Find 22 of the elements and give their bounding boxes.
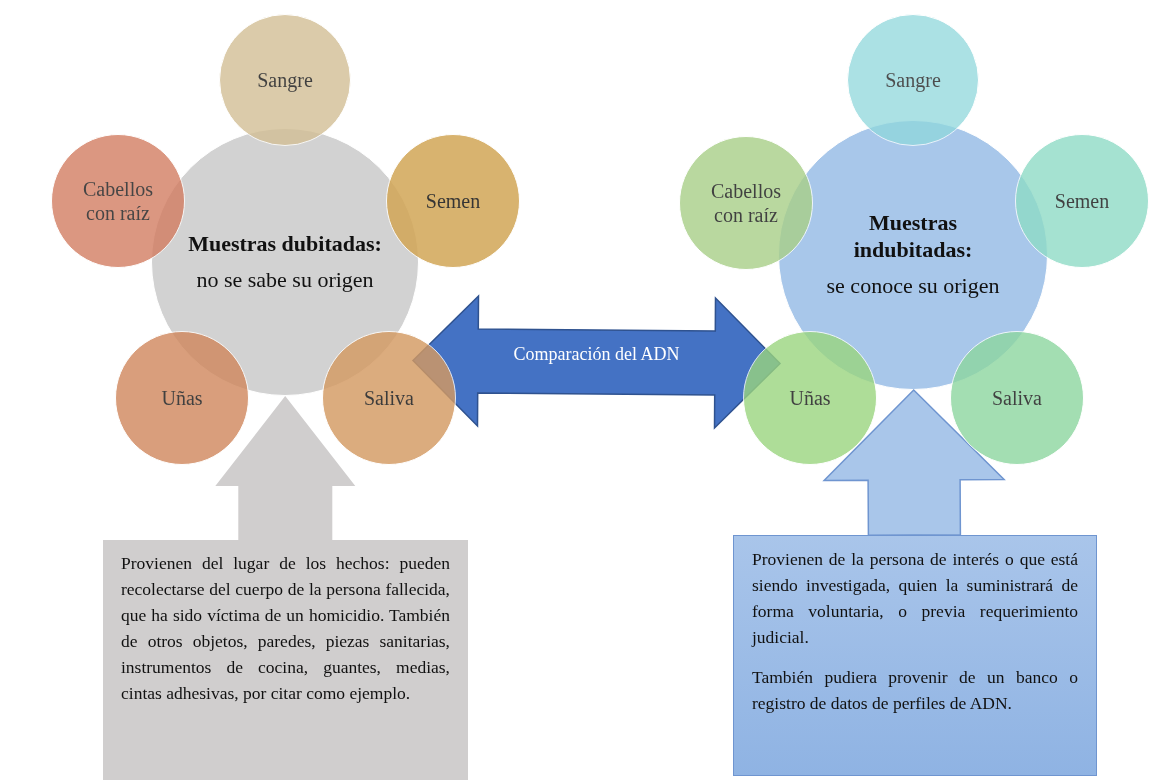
circle-label: no se sabe su origen	[196, 267, 374, 294]
circle-label: Sangre	[885, 68, 941, 92]
circle-label: Uñas	[161, 386, 203, 410]
circle-label: Cabellos con raíz	[82, 177, 154, 225]
circle-label: Uñas	[789, 386, 831, 410]
block-arrow	[215, 396, 356, 541]
edge-label: Comparación del ADN	[513, 343, 680, 365]
circle-heading: Muestras dubitadas:	[188, 230, 382, 257]
paragraph: Provienen del lugar de los hechos: pueden recolectarse del cuerpo de la persona fallecida, que ha sido víctima de un homicidio. También de otros objetos, paredes, piezas sanitarias, instrumentos de cocina, guantes, medias, cintas adhesivas, por citar como ejemplo.	[121, 552, 450, 705]
circle-label: Saliva	[364, 386, 414, 410]
paragraph: También pudiera provenir de un banco o registro de datos de perfiles de ADN.	[752, 666, 1078, 715]
circle-label: Semen	[1054, 189, 1110, 213]
circle-heading: Muestras indubitadas:	[852, 210, 974, 264]
block-arrow	[822, 388, 1006, 536]
text-box	[103, 540, 468, 780]
circle-label: Saliva	[992, 386, 1042, 410]
circle-label: Semen	[425, 189, 481, 213]
circle-label: Sangre	[257, 68, 313, 92]
circle-label: Cabellos con raíz	[710, 179, 782, 227]
circle-label: se conoce su origen	[826, 273, 1000, 300]
text-box	[733, 535, 1097, 776]
paragraph: Provienen de la persona de interés o que está siendo investigada, quien la suministrará de forma voluntaria, o previa requerimiento judicial.	[752, 548, 1078, 649]
